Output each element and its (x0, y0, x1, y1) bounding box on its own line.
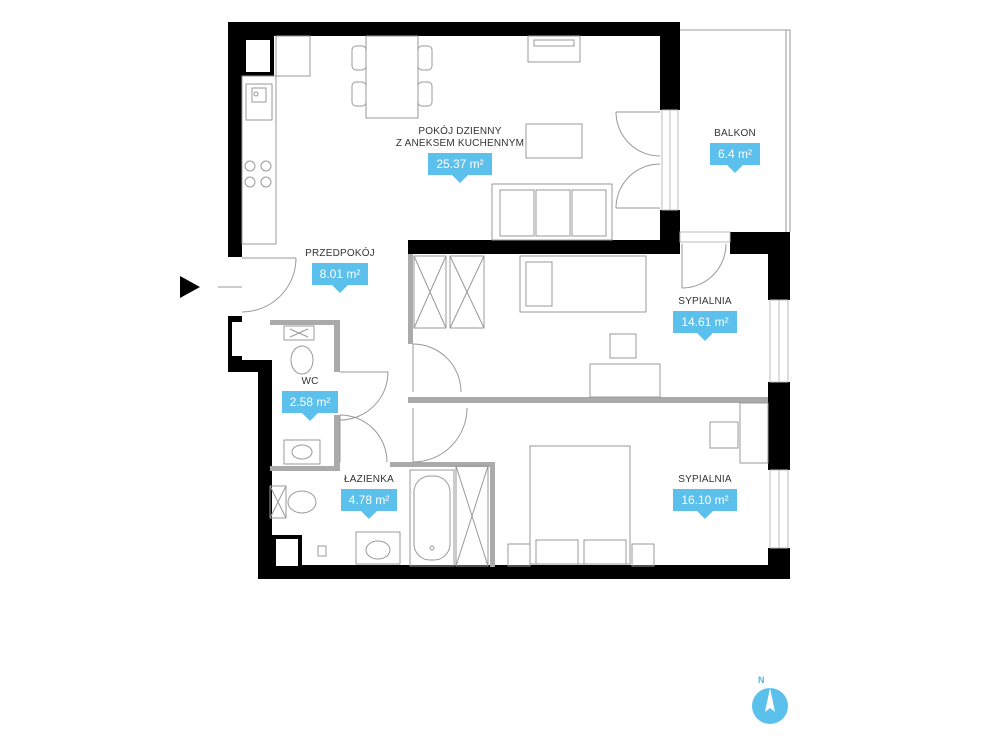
pillar-top-inner (246, 40, 270, 72)
room-bedroom-1-name: SYPIALNIA (678, 296, 732, 307)
tv-cabinet (527, 35, 581, 63)
partition-wc-top (270, 320, 340, 325)
windows (661, 109, 789, 549)
entrance-door-swing (241, 257, 297, 313)
dining-table (365, 35, 419, 119)
wall-right-3 (768, 548, 790, 578)
sofa (491, 183, 613, 241)
partition-hall-right (408, 254, 413, 344)
doors (241, 111, 727, 463)
wall-right-2 (768, 382, 790, 470)
wall-left-lower (258, 360, 272, 578)
wall-bottom (258, 565, 790, 579)
partition-bath-right (490, 462, 495, 567)
compass-label: N (758, 675, 765, 685)
desk-1 (589, 363, 661, 398)
room-hall: PRZEDPOKÓJ 8.01 m² (290, 248, 390, 293)
area-badge-hall: 8.01 m² (311, 263, 369, 293)
kitchen-counter (241, 75, 277, 245)
room-hall-name: PRZEDPOKÓJ (305, 248, 375, 259)
bed-2 (529, 445, 631, 565)
room-wc: WC 2.58 m² (270, 376, 350, 421)
balcony-outline (680, 29, 791, 232)
compass-icon (752, 688, 788, 724)
room-living: POKÓJ DZIENNY Z ANEKSEM KUCHENNYM 25.37 … (360, 126, 560, 183)
room-bathroom-name: ŁAZIENKA (344, 474, 394, 485)
area-badge-living: 25.37 m² (428, 153, 492, 183)
room-bedroom-2-name: SYPIALNIA (678, 474, 732, 485)
furniture (241, 35, 769, 567)
partition-walls (270, 254, 768, 567)
desk-2 (739, 402, 769, 464)
room-wc-name: WC (301, 376, 319, 387)
partition-wc-right-top (334, 320, 340, 372)
room-balcony-name: BALKON (714, 128, 756, 139)
coffee-table (525, 123, 583, 159)
window-balcony-door (679, 231, 731, 243)
pillar-bottom-inner (276, 539, 298, 566)
area-badge-balcony: 6.4 m² (709, 143, 760, 173)
pillar-left-inner (232, 322, 258, 356)
area-badge-bedroom-1: 14.61 m² (673, 311, 737, 341)
wall-balcony-lower (660, 210, 680, 244)
wall-top (228, 22, 680, 36)
room-bathroom: ŁAZIENKA 4.78 m² (326, 474, 412, 519)
bed-1 (519, 255, 647, 313)
room-balcony: BALKON 6.4 m² (690, 128, 780, 173)
partition-bath-top (390, 462, 490, 467)
room-bedroom-2: SYPIALNIA 16.10 m² (655, 474, 755, 519)
partition-bedrooms (408, 397, 768, 403)
fridge (275, 35, 311, 77)
wall-balcony-upper (660, 22, 680, 110)
area-badge-bedroom-2: 16.10 m² (673, 489, 737, 519)
room-living-name-1: POKÓJ DZIENNY (418, 126, 502, 137)
entry-arrow-icon (180, 276, 200, 298)
room-living-name-2: Z ANEKSEM KUCHENNYM (395, 138, 525, 149)
partition-wc-bottom (270, 466, 340, 471)
area-badge-wc: 2.58 m² (281, 391, 339, 421)
wall-right-1 (768, 244, 790, 300)
partition-wc-right-bottom (334, 415, 340, 470)
wall-left-upper (228, 22, 242, 257)
area-badge-bathroom: 4.78 m² (340, 489, 398, 519)
wall-living-bottom (408, 240, 680, 254)
room-bedroom-1: SYPIALNIA 14.61 m² (655, 296, 755, 341)
